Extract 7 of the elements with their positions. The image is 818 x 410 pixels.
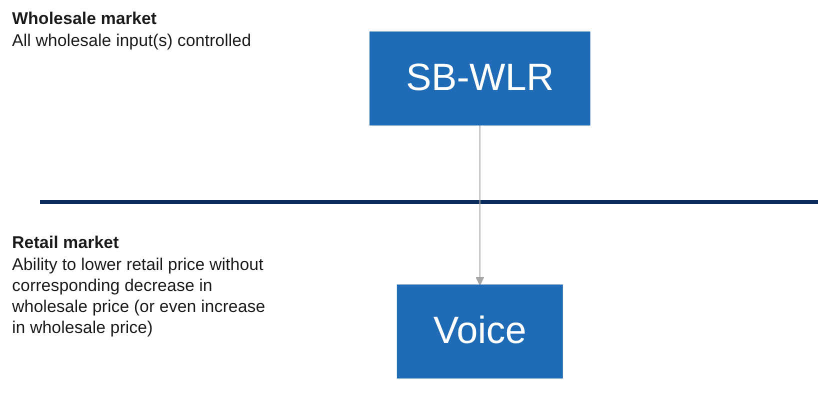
node-box: Voice: [397, 284, 563, 378]
description-text: Ability to lower retail price without corresponding decrease in wholesale price (or even increase in wholesale price): [12, 254, 266, 338]
section-heading: Retail market: [12, 232, 120, 253]
node-box: SB-WLR: [370, 32, 590, 126]
arrow: [476, 124, 484, 286]
description-text: All wholesale input(s) controlled: [12, 30, 252, 51]
section-heading: Wholesale market: [12, 8, 158, 29]
